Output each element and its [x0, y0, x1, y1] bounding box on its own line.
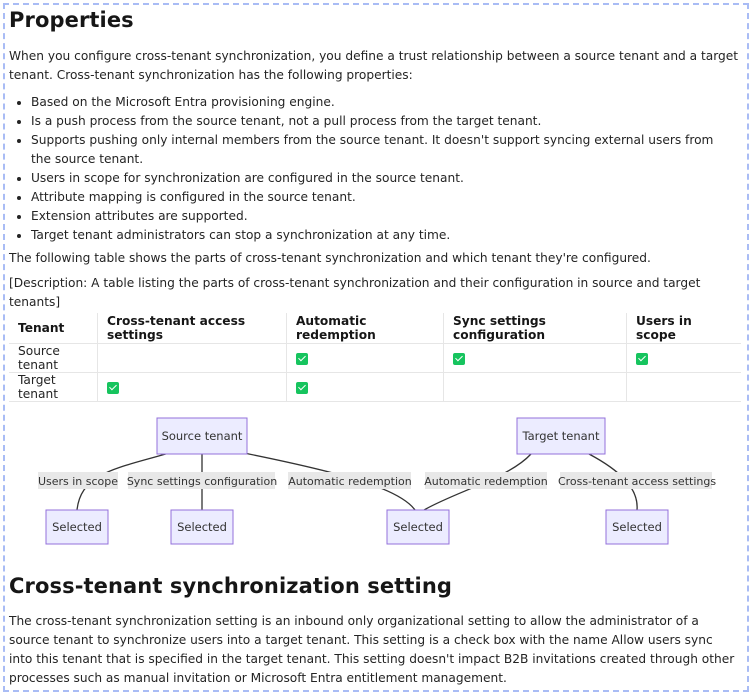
tenant-diagram: Users in scope Sync settings configurati…	[38, 417, 716, 545]
selected-node	[170, 509, 234, 545]
check-cell	[626, 372, 741, 402]
table-row: Target tenant	[9, 372, 741, 402]
list-item: Attribute mapping is configured in the s…	[31, 188, 731, 207]
check-cell	[286, 372, 444, 402]
list-item: Supports pushing only internal members f…	[31, 131, 731, 169]
check-cell	[97, 372, 287, 402]
edge-labels: Users in scope Sync settings configurati…	[38, 472, 716, 489]
check-cell	[443, 343, 627, 373]
column-header: Users in scope	[626, 313, 741, 344]
checkmark-icon	[636, 352, 648, 365]
checkmark-icon	[107, 381, 119, 394]
selected-node	[386, 509, 450, 545]
table-row: Source tenant	[9, 343, 741, 373]
setting-paragraph: The cross-tenant synchronization setting…	[9, 614, 735, 685]
intro-paragraph: When you configure cross-tenant synchron…	[9, 49, 739, 82]
column-header: Cross-tenant access settings	[97, 313, 287, 344]
source-tenant-node	[156, 417, 248, 455]
selected-label: Selected	[52, 520, 102, 534]
heading-properties: Properties	[9, 8, 134, 32]
checkmark-icon	[296, 381, 308, 394]
selected-label: Selected	[612, 520, 662, 534]
selected-node	[45, 509, 109, 545]
check-cell	[97, 343, 287, 373]
check-cell	[443, 372, 627, 402]
list-item: Based on the Microsoft Entra provisionin…	[31, 93, 731, 112]
table-intro: The following table shows the parts of c…	[9, 251, 651, 265]
check-cell	[626, 343, 741, 373]
checkmark-icon	[453, 352, 465, 365]
edge-label: Users in scope	[38, 475, 118, 488]
edge-label: Sync settings configuration	[127, 475, 277, 488]
diagram-nodes: Source tenant Target tenant Selected Sel…	[45, 417, 669, 545]
properties-list: Based on the Microsoft Entra provisionin…	[9, 93, 731, 245]
tenant-cell: Source tenant	[9, 343, 98, 373]
edge-label: Automatic redemption	[424, 475, 548, 488]
edge-label: Cross-tenant access settings	[558, 475, 716, 488]
list-item: Target tenant administrators can stop a …	[31, 226, 731, 245]
list-item: Extension attributes are supported.	[31, 207, 731, 226]
selected-label: Selected	[177, 520, 227, 534]
source-tenant-label: Source tenant	[162, 429, 243, 443]
list-item: Is a push process from the source tenant…	[31, 112, 731, 131]
check-cell	[286, 343, 444, 373]
heading-sync-setting: Cross-tenant synchronization setting	[9, 574, 453, 598]
content-frame: Properties When you configure cross-tena…	[3, 3, 749, 692]
checkmark-icon	[296, 352, 308, 365]
tenant-cell: Target tenant	[9, 372, 98, 402]
column-header: Sync settings configuration	[443, 313, 627, 344]
table-description: [Description: A table listing the parts …	[9, 276, 701, 309]
table-header-row: Tenant Cross-tenant access settings Auto…	[9, 313, 741, 344]
column-header: Tenant	[9, 313, 98, 344]
selected-node	[605, 509, 669, 545]
tenant-config-table: Tenant Cross-tenant access settings Auto…	[9, 313, 741, 402]
column-header: Automatic redemption	[286, 313, 444, 344]
target-tenant-node	[516, 417, 606, 455]
target-tenant-label: Target tenant	[522, 429, 600, 443]
list-item: Users in scope for synchronization are c…	[31, 169, 731, 188]
edge-label: Automatic redemption	[288, 475, 412, 488]
selected-label: Selected	[393, 520, 443, 534]
